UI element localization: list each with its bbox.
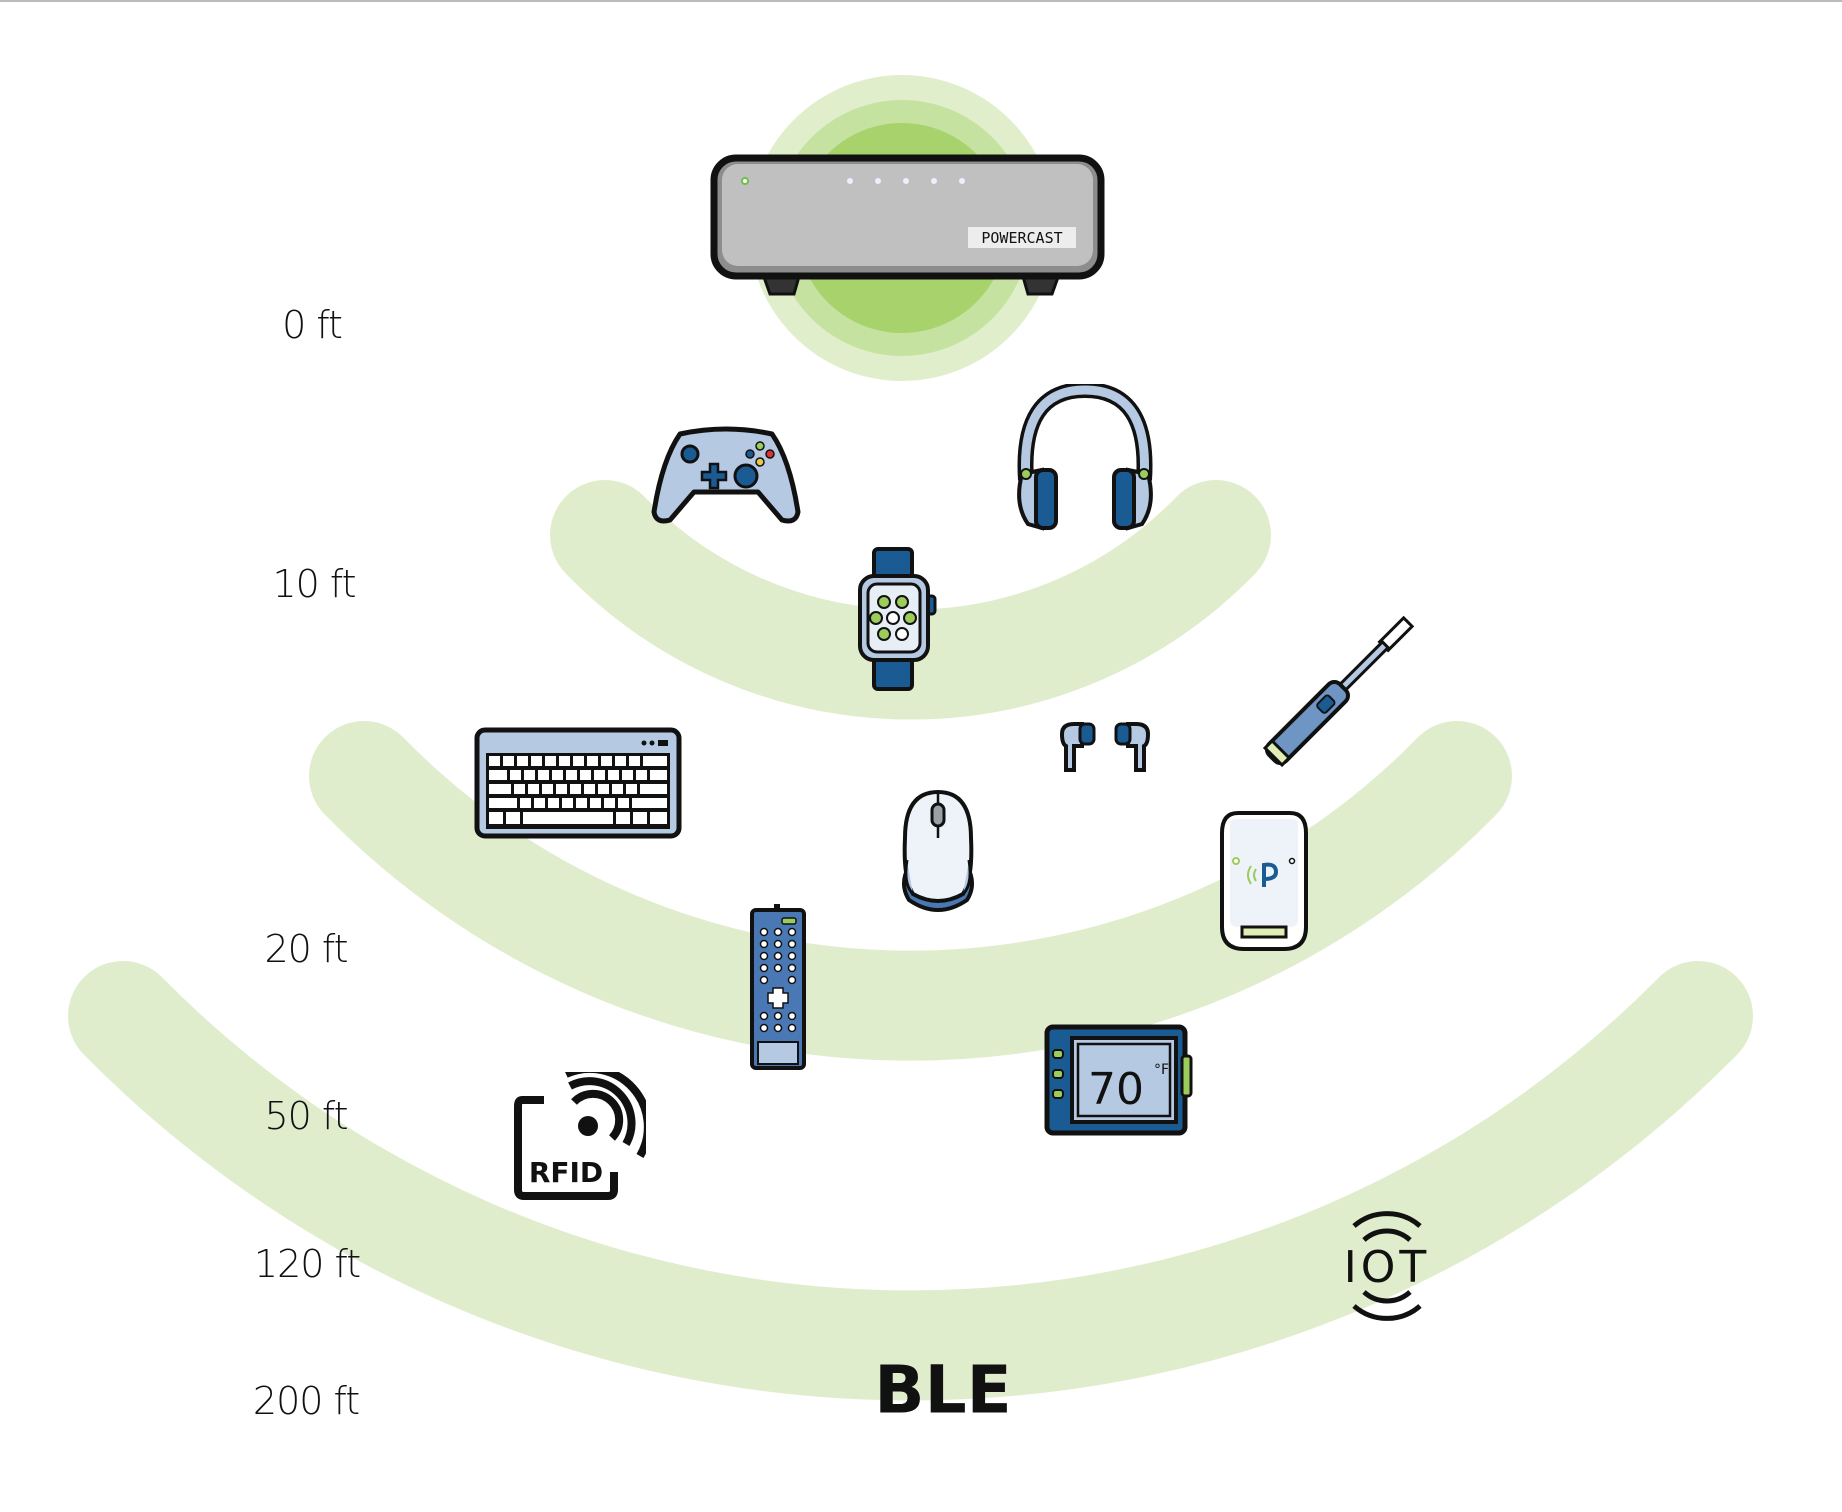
keyboard-icon [474,727,682,839]
distance-label-200: 200 ft [252,1379,360,1423]
headphones-icon [1017,384,1153,531]
range-band-mid [309,721,1512,1061]
powercast-transmitter-icon: POWERCAST [710,154,1105,296]
tv-remote-icon [750,904,806,1070]
rfid-tag-icon: RFID [514,1072,646,1200]
rfid-label: RFID [529,1156,603,1189]
distance-label-10: 10 ft [272,562,356,606]
ble-label: BLE [874,1351,1012,1429]
thermostat-icon: 70 °F [1044,1024,1193,1136]
top-border [0,0,1842,2]
powercast-logo: POWERCAST [981,229,1062,247]
powercast-sensor-icon [1220,811,1308,951]
electric-toothbrush-icon [1262,615,1415,768]
iot-icon: IOT [1344,1211,1431,1321]
thermostat-unit: °F [1154,1062,1169,1078]
iot-label: IOT [1344,1242,1431,1293]
range-band-far [68,961,1753,1401]
distance-label-0: 0 ft [282,303,343,347]
earbuds-icon [1059,722,1151,772]
computer-mouse-icon [902,789,974,912]
smartwatch-icon [858,547,937,691]
gamepad-icon [651,426,801,524]
distance-label-50: 50 ft [264,1094,348,1138]
distance-label-120: 120 ft [253,1242,361,1286]
thermostat-reading: 70 [1088,1064,1144,1115]
distance-label-20: 20 ft [264,927,348,971]
